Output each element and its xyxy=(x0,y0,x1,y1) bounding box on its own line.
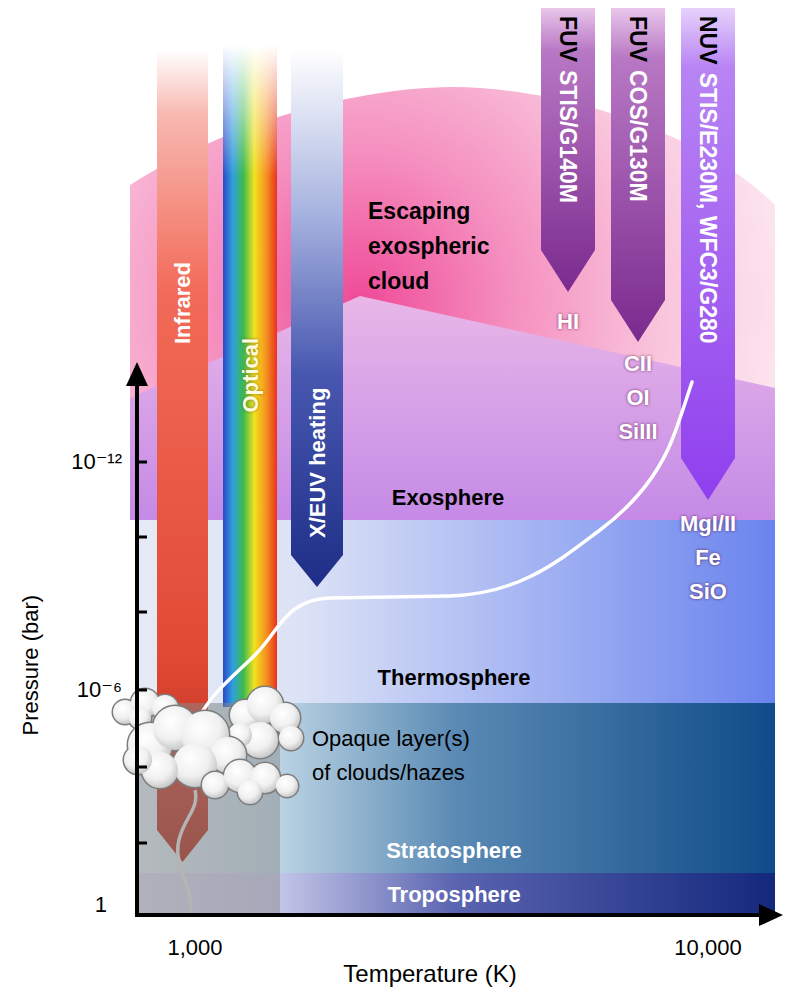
species-label: MgI/II xyxy=(680,511,736,536)
axis-tick-label: 10⁻¹² xyxy=(71,449,122,474)
layer-label: Thermosphere xyxy=(378,665,531,690)
axis-tick-label: 10,000 xyxy=(674,935,741,960)
band-bar-fill xyxy=(223,45,277,707)
instrument-arrow-fill xyxy=(541,8,595,292)
layer-label: Exosphere xyxy=(392,485,505,510)
axes xyxy=(126,362,783,926)
region-label: Escaping exospheric cloud xyxy=(368,194,518,299)
instrument-arrow: NUVSTIS/E230M, WFC3/G280MgI/IIFeSiO xyxy=(681,8,735,500)
species-label: OI xyxy=(626,385,649,410)
callout-label: Opaque layer(s) of clouds/hazes xyxy=(312,722,492,790)
cloud-illustration xyxy=(113,687,303,804)
instrument-arrow-fill xyxy=(681,8,735,500)
band-label: Infrared xyxy=(170,262,195,344)
axis-title-text: Pressure (bar) xyxy=(18,595,43,736)
instrument-label: NUV STIS/E230M, WFC3/G280 xyxy=(695,16,721,344)
species-label: HI xyxy=(557,309,579,334)
bar-fade xyxy=(223,45,277,177)
instrument-label-text: FUV xyxy=(555,16,581,62)
band-label: Optical xyxy=(238,338,263,413)
species-label: SiO xyxy=(689,579,727,604)
instrument-arrow-fill xyxy=(611,8,665,342)
band-label-text: X/EUV heating xyxy=(305,388,330,538)
species-label: CII xyxy=(624,351,652,376)
instrument-label-text: FUV xyxy=(625,16,651,62)
temperature-curve-lower xyxy=(178,790,196,913)
heating-arrow: X/EUV heating xyxy=(291,50,343,587)
axis-tick-label: 1,000 xyxy=(167,935,222,960)
instrument-label-text: NUV xyxy=(695,16,721,65)
instrument-arrow: FUVSTIS/G140MHI xyxy=(541,8,595,292)
instrument-label: FUV COS/G130M xyxy=(625,16,651,202)
heating-arrow-fill xyxy=(291,50,343,587)
band-label-text: Optical xyxy=(238,338,263,413)
species-label: Fe xyxy=(695,545,721,570)
layer-label: Stratosphere xyxy=(386,838,522,863)
band-label-text: Infrared xyxy=(170,262,195,344)
axis-tick-label: 1 xyxy=(95,892,107,917)
instrument-label-text: COS/G130M xyxy=(625,70,651,202)
axis-title: Temperature (K) xyxy=(343,960,516,988)
band-label: X/EUV heating xyxy=(305,388,330,538)
species-label: SiIII xyxy=(618,419,657,444)
instrument-label-text: STIS/G140M xyxy=(555,70,581,203)
axis-title: Pressure (bar) xyxy=(18,595,43,736)
band-bar: Optical xyxy=(223,45,277,707)
instrument-arrow: FUVCOS/G130MCIIOISiIII xyxy=(611,8,665,342)
instrument-label: FUV STIS/G140M xyxy=(555,16,581,203)
layer-label: Troposphere xyxy=(387,882,520,907)
axis-tick-label: 10⁻⁶ xyxy=(77,677,122,702)
instrument-label-text: STIS/E230M, WFC3/G280 xyxy=(695,73,721,344)
